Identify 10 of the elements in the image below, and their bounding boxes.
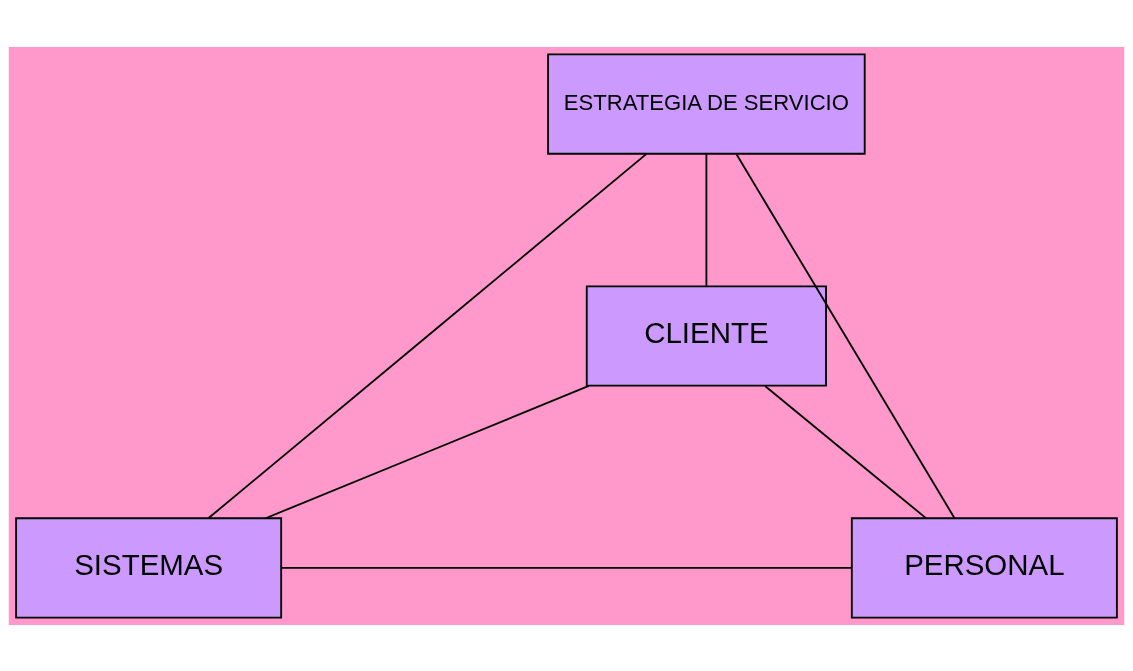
node-box: PERSONAL (850, 516, 1118, 619)
connector (264, 384, 590, 519)
connector (705, 152, 708, 287)
connector (207, 152, 648, 519)
connector (735, 153, 956, 519)
connector (280, 566, 853, 569)
node-box: SISTEMAS (15, 516, 283, 619)
node-box: CLIENTE (585, 284, 827, 387)
connector (764, 384, 927, 519)
node-box: ESTRATEGIA DE SERVICIO (547, 52, 866, 155)
